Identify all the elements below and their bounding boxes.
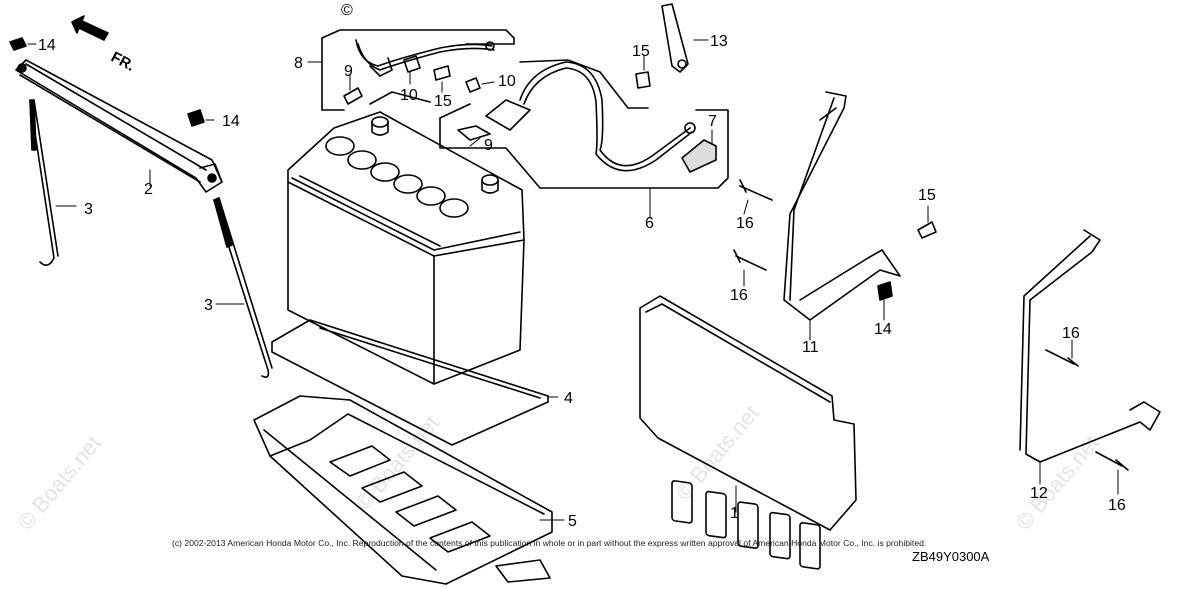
callout-12: 12 [1030,485,1048,502]
callout-3: 3 [84,201,93,218]
callout-9: 9 [484,137,493,154]
battery-tray [253,395,553,585]
callout-13: 13 [710,33,728,50]
copyright-notice: (c) 2002-2013 American Honda Motor Co., … [172,538,927,548]
callout-14: 14 [38,37,56,54]
callout-9: 9 [344,63,353,80]
battery-hold-down-bar [15,59,223,193]
battery [287,111,525,385]
callout-15: 15 [632,43,650,60]
battery-set-bolt-right [213,197,273,378]
callout-16: 16 [1108,497,1126,514]
callout-15: 15 [918,187,936,204]
diagram-code: ZB49Y0300A [912,549,990,564]
callout-10: 10 [400,87,418,104]
callout-8: 8 [294,55,303,72]
negative-cable-assembly [321,29,515,111]
terminal-lug [661,3,689,73]
callout-1: 1 [730,505,739,522]
fasteners [9,37,1129,471]
positive-cable-assembly [439,59,729,189]
callout-6: 6 [645,215,654,232]
direction-label: FR. [108,49,137,75]
callout-3: 3 [204,297,213,314]
battery-mat [271,319,549,446]
callout-14: 14 [222,113,240,130]
front-direction-arrow-icon [71,15,109,41]
callout-16: 16 [730,287,748,304]
copyright-mark: © [341,2,353,19]
leader-lines [27,39,1119,521]
callout-15: 15 [434,93,452,110]
battery-cover-panel [639,295,857,570]
callout-16: 16 [736,215,754,232]
callout-2: 2 [144,181,153,198]
callout-4: 4 [564,390,573,407]
battery-set-bolt-left [29,99,59,266]
terminal-cover [681,139,717,173]
battery-bracket-b [1019,229,1161,463]
callout-7: 7 [708,113,717,130]
callout-11: 11 [802,339,819,356]
callout-10: 10 [498,73,516,90]
callout-5: 5 [568,513,577,530]
callout-16: 16 [1062,325,1080,342]
callout-14: 14 [874,321,892,338]
